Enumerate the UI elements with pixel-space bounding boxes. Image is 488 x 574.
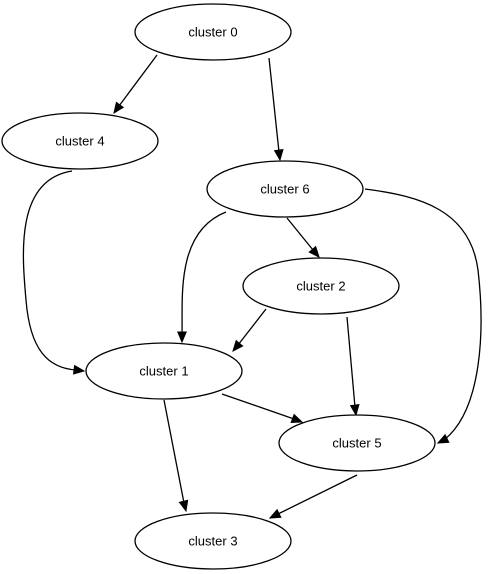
nodes-layer: cluster 0 cluster 4 cluster 6 cluster 2 … (1, 3, 436, 570)
arrowhead (308, 245, 320, 258)
edges-layer (22, 54, 482, 519)
node-cluster-1-shape (85, 342, 243, 400)
arrowhead (178, 499, 189, 513)
arrowhead (72, 364, 86, 375)
edge-c6-c5 (364, 188, 482, 444)
edge-line (163, 399, 185, 504)
edge-c2-c5 (346, 316, 360, 417)
edge-c6-c2 (286, 217, 320, 258)
node-cluster-5-shape (278, 414, 436, 472)
node-cluster-0[interactable]: cluster 0 (134, 3, 292, 61)
arrowhead (113, 101, 125, 115)
node-cluster-2-label: cluster 2 (296, 279, 345, 294)
node-cluster-5[interactable]: cluster 5 (278, 414, 436, 472)
edge-line (364, 188, 482, 441)
edge-line (237, 308, 267, 346)
arrowhead (177, 331, 187, 344)
edge-line (277, 474, 358, 515)
edge-line (221, 393, 295, 420)
node-cluster-1[interactable]: cluster 1 (85, 342, 243, 400)
node-cluster-3[interactable]: cluster 3 (134, 512, 292, 570)
node-cluster-3-shape (134, 512, 292, 570)
edge-c0-c4 (113, 54, 158, 115)
edge-line (346, 316, 356, 408)
arrowhead (436, 433, 450, 444)
arrowhead (349, 403, 360, 417)
node-cluster-4-shape (1, 112, 159, 170)
node-cluster-6-shape (206, 160, 364, 218)
arrowhead (268, 508, 282, 519)
node-cluster-6-label: cluster 6 (260, 182, 309, 197)
edge-line (268, 57, 280, 153)
edge-c4-c1 (22, 170, 86, 375)
edge-line (181, 211, 227, 335)
node-cluster-3-label: cluster 3 (188, 534, 237, 549)
arrowhead (273, 148, 284, 162)
node-cluster-2-shape (242, 257, 400, 315)
node-cluster-6[interactable]: cluster 6 (206, 160, 364, 218)
node-cluster-0-shape (134, 3, 292, 61)
node-cluster-2[interactable]: cluster 2 (242, 257, 400, 315)
node-cluster-5-label: cluster 5 (332, 436, 381, 451)
edge-c1-c3 (163, 399, 189, 513)
edge-line (118, 54, 158, 107)
edge-c5-c3 (268, 474, 358, 519)
arrowhead (290, 413, 304, 423)
node-cluster-0-label: cluster 0 (188, 25, 237, 40)
edge-line (286, 217, 314, 251)
edge-c0-c6 (268, 57, 284, 162)
arrowhead (232, 339, 244, 352)
edge-line (22, 170, 77, 371)
node-cluster-4-label: cluster 4 (55, 134, 104, 149)
edge-c2-c1 (232, 308, 267, 352)
edge-c6-c1 (177, 211, 227, 344)
edge-c1-c5 (221, 393, 304, 423)
node-cluster-4[interactable]: cluster 4 (1, 112, 159, 170)
node-cluster-1-label: cluster 1 (139, 364, 188, 379)
